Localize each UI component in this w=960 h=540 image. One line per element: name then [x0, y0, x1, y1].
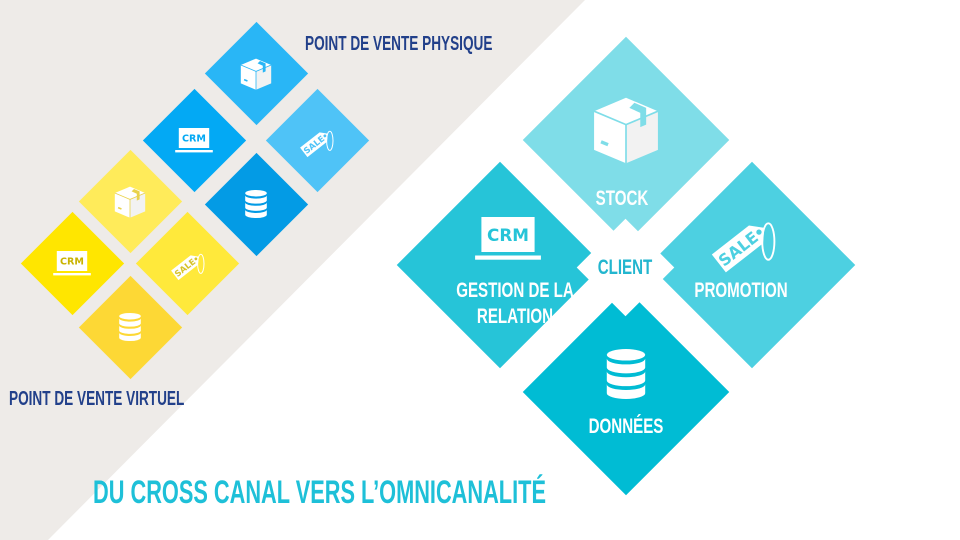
crm-icon: CRM: [52, 243, 92, 283]
data-database-icon: [594, 342, 658, 406]
svg-text:CRM: CRM: [60, 257, 84, 268]
sale-tag-icon: SALE: [297, 120, 337, 160]
crm-laptop-icon: CRM: [466, 203, 550, 273]
box-icon-graphic: [593, 97, 659, 164]
crm-icon: CRM: [174, 120, 214, 160]
box-icon: [110, 181, 150, 221]
data-label: DONNÉES: [588, 415, 664, 438]
stock-label: STOCK: [595, 187, 649, 210]
crm-label-line1: GESTION DE LA: [456, 279, 574, 302]
virtual-store-label: POINT DE VENTE VIRTUEL: [9, 388, 185, 410]
promotion-sale-icon: SALE: [706, 202, 782, 278]
box-icon-graphic: [114, 186, 146, 218]
slide-title: DU CROSS CANAL VERS L’OMNICANALITÉ: [93, 474, 546, 510]
svg-text:CRM: CRM: [182, 134, 206, 145]
svg-text:CRM: CRM: [487, 225, 529, 245]
sale-tag-icon-graphic: SALE: [171, 253, 205, 281]
database-icon-graphic: [606, 349, 646, 399]
crm-laptop-icon-graphic: CRM: [175, 128, 213, 153]
box-icon: [236, 53, 276, 93]
box-icon-graphic: [240, 58, 272, 90]
physical-store-label: POINT DE VENTE PHYSIQUE: [305, 33, 493, 55]
crm-label-line2: RELATION: [476, 305, 554, 328]
crm-laptop-icon-graphic: CRM: [475, 217, 541, 260]
database-icon-graphic: [119, 312, 141, 342]
database-icon: [238, 186, 274, 222]
crm-laptop-icon-graphic: CRM: [53, 251, 91, 276]
sale-tag-icon: SALE: [168, 243, 208, 283]
sale-tag-icon-graphic: SALE: [300, 130, 334, 158]
database-icon: [112, 309, 148, 345]
sale-tag-icon-graphic: SALE: [711, 222, 776, 273]
stock-box-icon: [584, 86, 668, 170]
client-label: CLIENT: [597, 256, 653, 279]
promotion-label: PROMOTION: [694, 279, 788, 302]
database-icon-graphic: [245, 189, 267, 219]
